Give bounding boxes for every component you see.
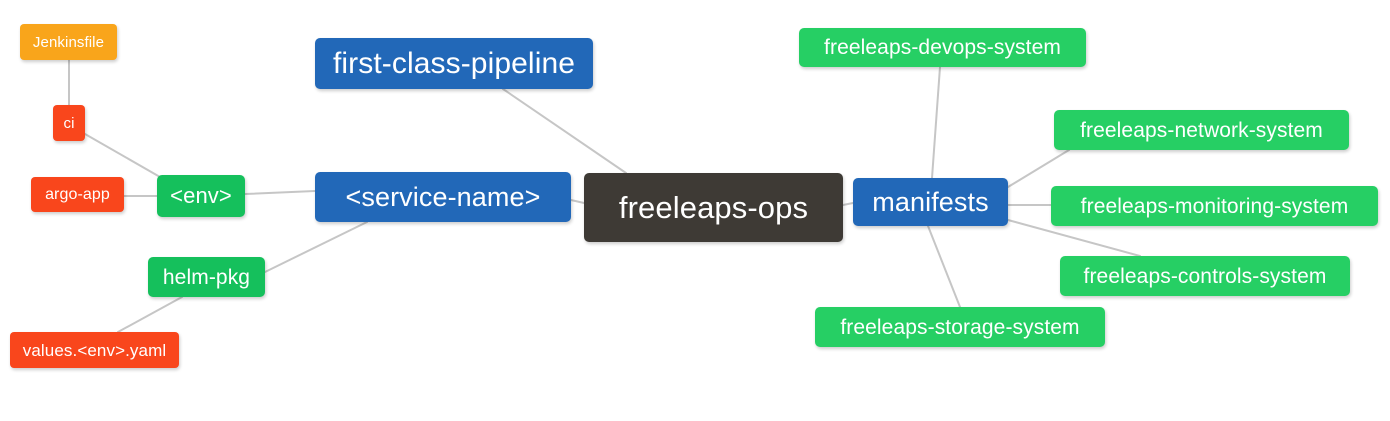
node-freeleaps-devops-system[interactable]: freeleaps-devops-system (799, 28, 1086, 67)
node-freeleaps-storage-system[interactable]: freeleaps-storage-system (815, 307, 1105, 347)
node-helm-pkg[interactable]: helm-pkg (148, 257, 265, 297)
edge-service-name-to-freeleaps-ops (570, 199, 585, 204)
node-freeleaps-ops[interactable]: freeleaps-ops (584, 173, 843, 242)
node-env[interactable]: <env> (157, 175, 245, 217)
node-label-helm-pkg: helm-pkg (162, 265, 251, 289)
node-label-first-class-pipeline: first-class-pipeline (332, 46, 576, 80)
node-freeleaps-monitoring-system[interactable]: freeleaps-monitoring-system (1051, 186, 1378, 226)
edge-env-to-service-name (244, 190, 316, 195)
node-label-service-name: <service-name> (345, 181, 541, 212)
node-label-freeleaps-devops-system: freeleaps-devops-system (824, 36, 1061, 59)
edge-manifests-to-freeleaps-devops-system (931, 66, 941, 179)
edge-ci-to-env (84, 133, 161, 178)
node-argo-app[interactable]: argo-app (31, 177, 124, 212)
node-label-freeleaps-network-system: freeleaps-network-system (1080, 118, 1323, 142)
node-ci[interactable]: ci (53, 105, 85, 141)
edge-manifests-to-freeleaps-storage-system (927, 225, 961, 308)
edge-freeleaps-ops-to-manifests (842, 202, 854, 206)
node-label-freeleaps-ops: freeleaps-ops (618, 190, 809, 225)
node-freeleaps-controls-system[interactable]: freeleaps-controls-system (1060, 256, 1350, 296)
node-label-freeleaps-monitoring-system: freeleaps-monitoring-system (1080, 194, 1349, 218)
edge-manifests-to-freeleaps-network-system (1007, 149, 1070, 188)
node-label-freeleaps-controls-system: freeleaps-controls-system (1083, 264, 1327, 288)
node-label-values-yaml: values.<env>.yaml (22, 340, 167, 360)
node-label-freeleaps-storage-system: freeleaps-storage-system (840, 315, 1080, 339)
node-first-class-pipeline[interactable]: first-class-pipeline (315, 38, 593, 89)
edge-first-class-pipeline-to-freeleaps-ops (502, 88, 627, 174)
node-jenkinsfile[interactable]: Jenkinsfile (20, 24, 117, 60)
edge-values-yaml-to-helm-pkg (117, 296, 183, 333)
node-label-env: <env> (170, 183, 232, 208)
node-values-yaml[interactable]: values.<env>.yaml (10, 332, 179, 368)
node-freeleaps-network-system[interactable]: freeleaps-network-system (1054, 110, 1349, 150)
node-service-name[interactable]: <service-name> (315, 172, 571, 222)
edge-helm-pkg-to-service-name (264, 221, 368, 273)
node-manifests[interactable]: manifests (853, 178, 1008, 226)
node-label-argo-app: argo-app (45, 185, 110, 203)
node-label-ci: ci (63, 114, 75, 132)
node-label-jenkinsfile: Jenkinsfile (32, 33, 105, 51)
node-label-manifests: manifests (872, 186, 989, 217)
